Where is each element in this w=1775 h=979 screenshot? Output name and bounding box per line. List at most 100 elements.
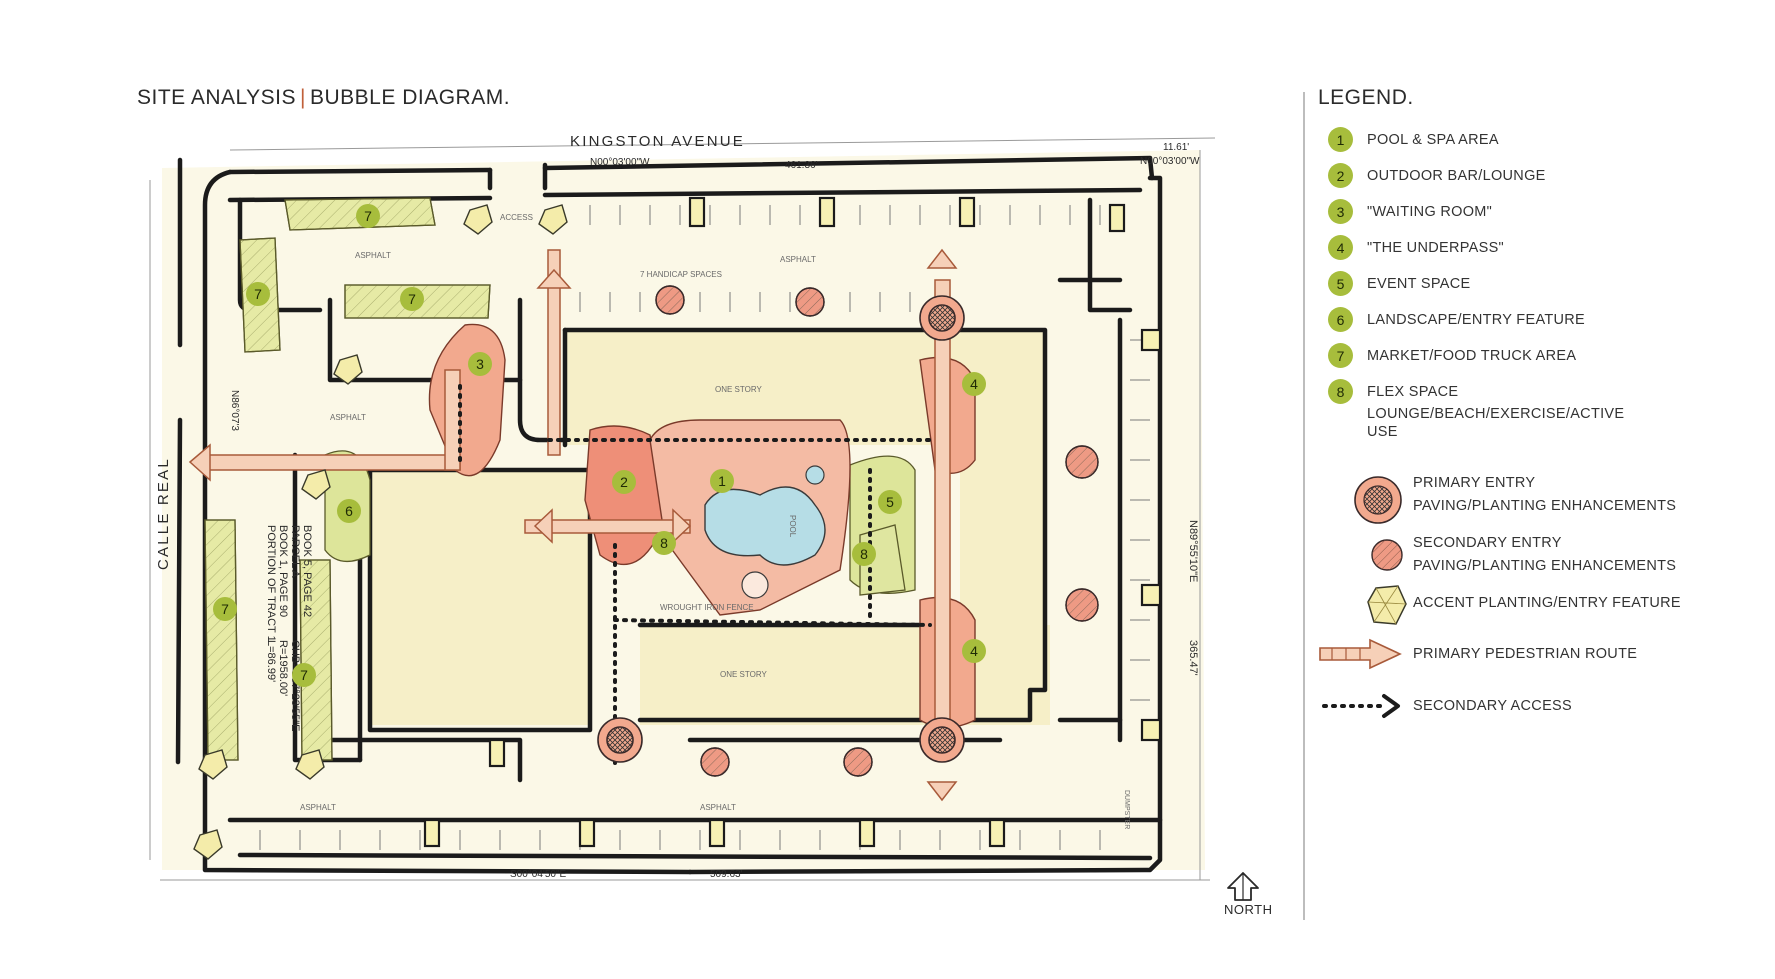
legend-symbol-accent-planting: ACCENT PLANTING/ENTRY FEATURE: [1413, 595, 1681, 611]
asphalt-label: ASPHALT: [780, 255, 816, 264]
tract-line: PARCEL A: [289, 525, 301, 578]
tract-line: CHB=S87°23'55"E: [289, 640, 301, 731]
accent-planting-nodes: [193, 204, 568, 860]
legend-number: 5: [1328, 271, 1353, 296]
svg-text:2: 2: [620, 474, 628, 490]
legend-number: 3: [1328, 199, 1353, 224]
bubble-4: 4: [962, 372, 986, 396]
legend-label-main: FLEX SPACE: [1367, 384, 1459, 400]
symbol-line: PAVING/PLANTING ENHANCEMENTS: [1413, 558, 1677, 574]
svg-text:7: 7: [254, 286, 262, 302]
bubble-7: 7: [292, 663, 316, 687]
north-label: NORTH: [1224, 902, 1273, 917]
tract-line: PORTION OF TRACT 1: [265, 525, 277, 642]
legend-symbol-secondary-entry: SECONDARY ENTRY PAVING/PLANTING ENHANCEM…: [1413, 532, 1676, 578]
dimension-lines: [149, 137, 1216, 881]
access-label: ACCESS: [500, 213, 533, 222]
bearing-north-right: N00°03'00"W: [1140, 156, 1200, 167]
bubble-6: 6: [337, 499, 361, 523]
symbol-line: PAVING/PLANTING ENHANCEMENTS: [1413, 498, 1677, 514]
legend-item-5: 5 EVENT SPACE: [1328, 271, 1471, 296]
north-arrow-icon: [1227, 872, 1259, 901]
secondary-access-icon: [1322, 694, 1400, 718]
bubble-7: 7: [356, 204, 380, 228]
legend-item-8: 8 FLEX SPACE LOUNGE/BEACH/EXERCISE/ACTIV…: [1328, 379, 1624, 441]
legend-label: EVENT SPACE: [1367, 276, 1471, 292]
primary-route-icon: [1319, 638, 1402, 670]
legend-label: MARKET/FOOD TRUCK AREA: [1367, 348, 1577, 364]
legend-number: 6: [1328, 307, 1353, 332]
legend-label-sub: USE: [1367, 424, 1398, 440]
street-west-label: CALLE REAL: [155, 457, 172, 570]
diagram-title: SITE ANALYSIS|BUBBLE DIAGRAM.: [137, 86, 510, 110]
street-north-label: KINGSTON AVENUE: [570, 133, 745, 150]
pool-feature: [741, 571, 769, 599]
dumpster-label: DUMPSTER: [1123, 790, 1130, 829]
svg-text:6: 6: [345, 503, 353, 519]
one-story-label: ONE STORY: [715, 385, 762, 394]
parking-islands: [423, 196, 1162, 848]
bubble-5: 5: [878, 490, 902, 514]
bubble-8: 8: [652, 531, 676, 555]
bearing-west: N86°07'3: [229, 390, 240, 431]
svg-text:8: 8: [660, 535, 668, 551]
bubble-3: 3: [468, 352, 492, 376]
asphalt-label: ASPHALT: [300, 803, 336, 812]
tract-line: BOOK 5, PAGE 42: [301, 525, 313, 617]
bubble-2: 2: [612, 470, 636, 494]
svg-text:5: 5: [886, 494, 894, 510]
asphalt-label: ASPHALT: [700, 803, 736, 812]
legend-label: POOL & SPA AREA: [1367, 132, 1499, 148]
svg-text:7: 7: [221, 601, 229, 617]
symbol-line: SECONDARY ENTRY: [1413, 535, 1562, 551]
title-separator: |: [300, 86, 306, 109]
symbol-line: PRIMARY ENTRY: [1413, 475, 1536, 491]
tract-text: PORTION OF TRACT 1 BOOK 1, PAGE 90 PARCE…: [265, 525, 313, 731]
legend-divider: [1303, 92, 1305, 920]
bearing-east: N89°55'10"E: [1187, 520, 1199, 582]
svg-text:7: 7: [364, 208, 372, 224]
svg-text:4: 4: [970, 376, 978, 392]
legend-item-3: 3 "WAITING ROOM": [1328, 199, 1492, 224]
legend-symbol-primary-route: PRIMARY PEDESTRIAN ROUTE: [1413, 646, 1638, 662]
primary-entry-icon: [1354, 476, 1402, 524]
legend-label: LANDSCAPE/ENTRY FEATURE: [1367, 312, 1586, 328]
svg-text:8: 8: [860, 546, 868, 562]
bearing-north-left: N00°03'00"W: [590, 157, 650, 168]
title-part-1: SITE ANALYSIS: [137, 86, 297, 109]
building-west: [370, 470, 590, 725]
bubble-7: 7: [213, 597, 237, 621]
legend-symbol-primary-entry: PRIMARY ENTRY PAVING/PLANTING ENHANCEMEN…: [1413, 472, 1676, 518]
bubble-8: 8: [852, 542, 876, 566]
asphalt-label: ASPHALT: [330, 413, 366, 422]
asphalt-label: ASPHALT: [355, 251, 391, 260]
legend-number: 4: [1328, 235, 1353, 260]
pool-label: POOL: [788, 515, 797, 538]
legend-label: FLEX SPACE LOUNGE/BEACH/EXERCISE/ACTIVE …: [1367, 379, 1624, 441]
primary-entry-nodes: [597, 295, 965, 763]
legend-item-6: 6 LANDSCAPE/ENTRY FEATURE: [1328, 307, 1585, 332]
legend-label: OUTDOOR BAR/LOUNGE: [1367, 168, 1546, 184]
svg-text:3: 3: [476, 356, 484, 372]
building-south: [640, 625, 1050, 725]
legend-item-4: 4"THE UNDERPASS": [1328, 235, 1504, 260]
site-plan: KINGSTON AVENUE CALLE REAL N00°03'00"W 4…: [149, 133, 1216, 881]
bearing-east-dist: 365.47': [1187, 640, 1199, 676]
pool: [704, 486, 826, 566]
handicap-label: 7 HANDICAP SPACES: [640, 270, 722, 279]
primary-pedestrian-routes: [199, 249, 951, 741]
bubble-7: 7: [400, 287, 424, 311]
spa: [805, 465, 825, 485]
bearing-north-small: 11.61': [1163, 142, 1189, 153]
svg-text:4: 4: [970, 643, 978, 659]
legend-number: 8: [1328, 379, 1353, 404]
secondary-entry-nodes: [655, 285, 1099, 777]
svg-text:7: 7: [408, 291, 416, 307]
bubble-4: 4: [962, 639, 986, 663]
bubble-1: 1: [710, 469, 734, 493]
bearing-south: S00°04'50"E: [510, 869, 566, 880]
legend-label: "WAITING ROOM": [1367, 204, 1493, 220]
